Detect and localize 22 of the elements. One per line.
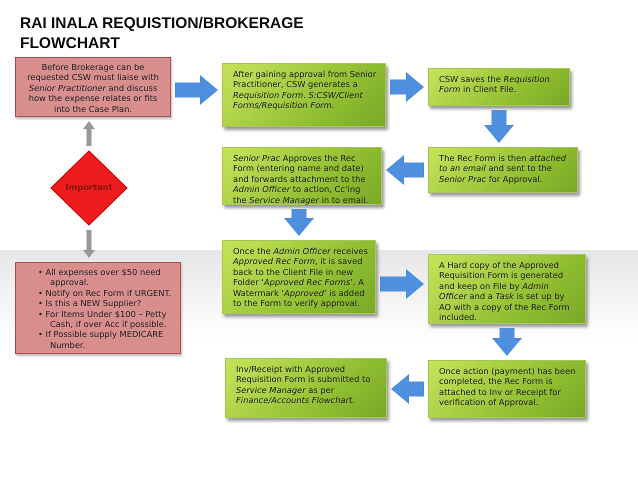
- arrow: [83, 121, 95, 146]
- arrow: [175, 75, 218, 105]
- arrow: [484, 110, 514, 143]
- arrow: [380, 269, 424, 299]
- process-box: Once action (payment) has been completed, the Rec Form is attached to Inv or Receipt for verification of Approval.: [428, 360, 586, 418]
- process-box: Once the Admin Officer receives Approved Rec Form, it is saved back to the Client File in new Folder ‘Approved Rec Forms’. A Watermark ‘Approved’ is added to the Form to verify approval.: [222, 240, 376, 314]
- arrow: [284, 209, 314, 236]
- decision-label: Important: [64, 182, 114, 192]
- arrow: [386, 155, 424, 185]
- process-box: Senior Prac Approves the Rec Form (entering name and date) and forwards attachment to the Admin Officer to action, Cc’ing the Service Manager in to email.: [222, 147, 382, 205]
- arrow: [390, 72, 424, 102]
- process-box: After gaining approval from Senior Practitioner, CSW generates a Requisition Form. S:CSW/Client Forms/Requisition Form.: [222, 63, 386, 127]
- note-box: • All expenses over $50 need approval. • Notify on Rec Form if URGENT. • Is this a NEW Supplier? • For Items Under $100 – Petty Cash, if over Acc if possible. • If Possible supply MEDICARE Number.: [15, 262, 181, 354]
- process-box: The Rec Form is then attached to an email and sent to the Senior Prac for Approval.: [428, 147, 578, 193]
- note-box: Before Brokerage can be requested CSW must liaise with Senior Practitioner and discuss how the expense relates or fits into the Case Plan.: [15, 57, 171, 117]
- arrow: [492, 328, 522, 356]
- arrow: [391, 374, 424, 404]
- process-box: Inv/Receipt with Approved Requisition Form is submitted to Service Manager as per Finance/Accounts Flowchart.: [225, 358, 387, 418]
- arrow: [83, 230, 95, 258]
- process-box: A Hard copy of the Approved Requisition Form is generated and keep on File by Admin Officer and a Task is set up by AO with a copy of the Rec Form included.: [428, 254, 586, 324]
- title: RAI INALA REQUISTION/BROKERAGE FLOWCHART: [20, 14, 305, 54]
- process-box: CSW saves the Requisition Form in Client File.: [428, 68, 570, 106]
